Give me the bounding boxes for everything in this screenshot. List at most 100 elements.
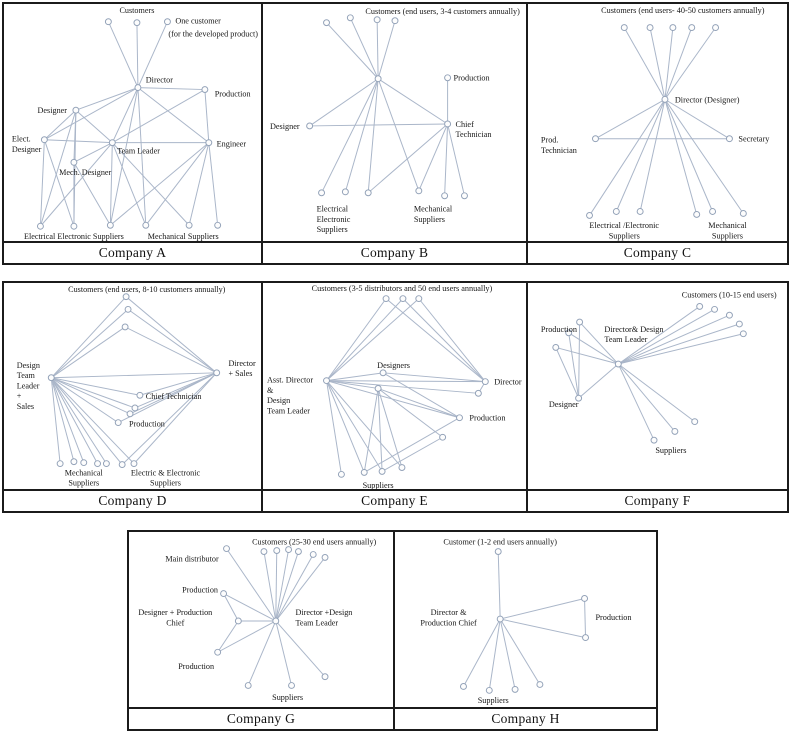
edge-director-supplier-1 (589, 99, 666, 216)
edge-engineer-supplier-4 (145, 142, 210, 226)
edge-design-team-leader-mech-supplier-5 (50, 377, 107, 464)
edge-mech-designer-supplier-3 (73, 162, 111, 226)
edge-director-customer-1 (107, 21, 139, 88)
edge-designer-team-leader (75, 109, 113, 144)
node-production-2 (565, 329, 573, 337)
node-mech-supplier-2 (70, 458, 78, 466)
diagram-label: Designer (270, 122, 300, 131)
node-supplier-4 (693, 211, 701, 218)
edge-hub-customer-2 (275, 550, 278, 621)
edge-director-production (137, 87, 205, 91)
diagram-label: Director+ Sales (229, 359, 256, 378)
edge-asst-director-supplier-3 (326, 380, 383, 472)
edge-design-team-leader-mech-supplier-4 (50, 377, 98, 464)
edge-director-elect-designer (44, 87, 139, 141)
edge-chief-technician-supplier-6 (447, 123, 465, 196)
node-supplier-5 (185, 221, 193, 229)
company-f-caption: Company F (528, 489, 787, 511)
edge-director-designer-1 (383, 372, 486, 383)
edge-designer-1-production (382, 372, 460, 419)
edge-hub-main-distributor (226, 548, 277, 622)
edge-customer-1-design-team-leader (50, 296, 127, 379)
edge-design-team-leader-mech-supplier-2 (50, 377, 75, 462)
node-supplier-5 (709, 208, 717, 215)
panel-company-d: Customers (end users, 8-10 customers ann… (2, 281, 263, 513)
node-customer-5 (712, 24, 720, 32)
node-designer (575, 394, 583, 402)
company-b-caption: Company B (263, 241, 526, 263)
edge-director-customer-2 (136, 22, 139, 88)
diagram-label: Secretary (738, 135, 770, 144)
diagram-label: Customers (10-15 end users) (682, 291, 777, 300)
edge-chief-technician-designer (309, 123, 448, 127)
node-production (444, 74, 452, 82)
node-director (481, 378, 489, 386)
company-b-diagram: Customers (end users, 3-4 customers annu… (263, 4, 526, 241)
node-supplier-3 (321, 673, 329, 681)
edge-customer-3-director (124, 326, 217, 374)
edge-engineer-supplier-3 (110, 142, 210, 226)
diagram-label: Designers (377, 361, 410, 370)
edge-designer-production-3 (555, 347, 580, 399)
edge-hub-designer (578, 363, 619, 399)
diagram-label: One customer (175, 17, 221, 26)
edge-chief-technician-supplier-3 (367, 123, 448, 194)
diagram-label: Engineer (217, 140, 247, 149)
edge-director-customer-1 (385, 298, 486, 382)
diagram-label: Suppliers (655, 446, 686, 455)
edge-hub-customer-3 (275, 549, 290, 622)
edge-customer-1-director (125, 296, 218, 374)
node-customer-1 (260, 548, 268, 555)
node-supplier-2 (341, 188, 349, 196)
node-design-team-leader (47, 374, 55, 382)
node-customer-3 (725, 311, 733, 319)
diagram-label: Production (454, 74, 490, 83)
node-supplier-4 (415, 187, 423, 195)
node-designer-1 (379, 369, 387, 377)
diagram-label: Suppliers (478, 696, 509, 705)
node-designer (72, 106, 80, 114)
node-customer-2 (399, 295, 407, 303)
node-supplier-2 (360, 468, 368, 476)
company-g-caption: Company G (129, 707, 393, 729)
edge-hub-customer-2 (349, 17, 379, 79)
node-chief-technician (444, 120, 452, 128)
edge-hub-chief-technician (377, 78, 448, 125)
node-hub (614, 360, 622, 368)
company-b-network: Customers (end users, 3-4 customers annu… (270, 7, 520, 234)
company-h-diagram: Customer (1-2 end users annually)Directo… (395, 532, 656, 707)
edge-hub-supplier-2 (275, 620, 293, 686)
node-production-3 (552, 344, 560, 351)
edge-director-team-leader (111, 87, 139, 143)
node-prod-technician (592, 135, 599, 143)
node-staff-lower (439, 433, 447, 441)
node-mech-supplier-3 (80, 459, 88, 467)
edge-customer-3-design-team-leader (50, 326, 126, 379)
node-supplier-3 (364, 189, 372, 197)
node-supplier-4 (536, 681, 544, 688)
edge-hub-production-upper (223, 593, 277, 622)
node-supplier-1 (318, 189, 326, 197)
edge-director-supplier-6 (664, 99, 744, 214)
edge-director-elec-supplier-2 (133, 372, 218, 464)
edge-customer-2-design-team-leader (50, 308, 129, 379)
node-supplier-3 (636, 208, 644, 215)
node-customer-3 (415, 295, 423, 303)
company-d-diagram: Customers (end users, 8-10 customers ann… (4, 283, 261, 489)
diagram-label: Chief Technician (146, 392, 202, 401)
node-supplier-5 (441, 192, 449, 200)
edge-hub-customer-4 (377, 20, 396, 79)
edge-hub-customer-3 (376, 19, 379, 79)
node-hub (272, 617, 280, 625)
edge-director-customer-1 (623, 27, 666, 100)
diagram-label: Mech. Designer (59, 168, 111, 177)
diagram-label: Designer (549, 400, 579, 409)
edge-director-supplier-3 (639, 99, 666, 212)
node-main-distributor (223, 545, 230, 553)
edge-director-customer-2 (402, 298, 486, 382)
company-h-network: Customer (1-2 end users annually)Directo… (420, 538, 631, 705)
